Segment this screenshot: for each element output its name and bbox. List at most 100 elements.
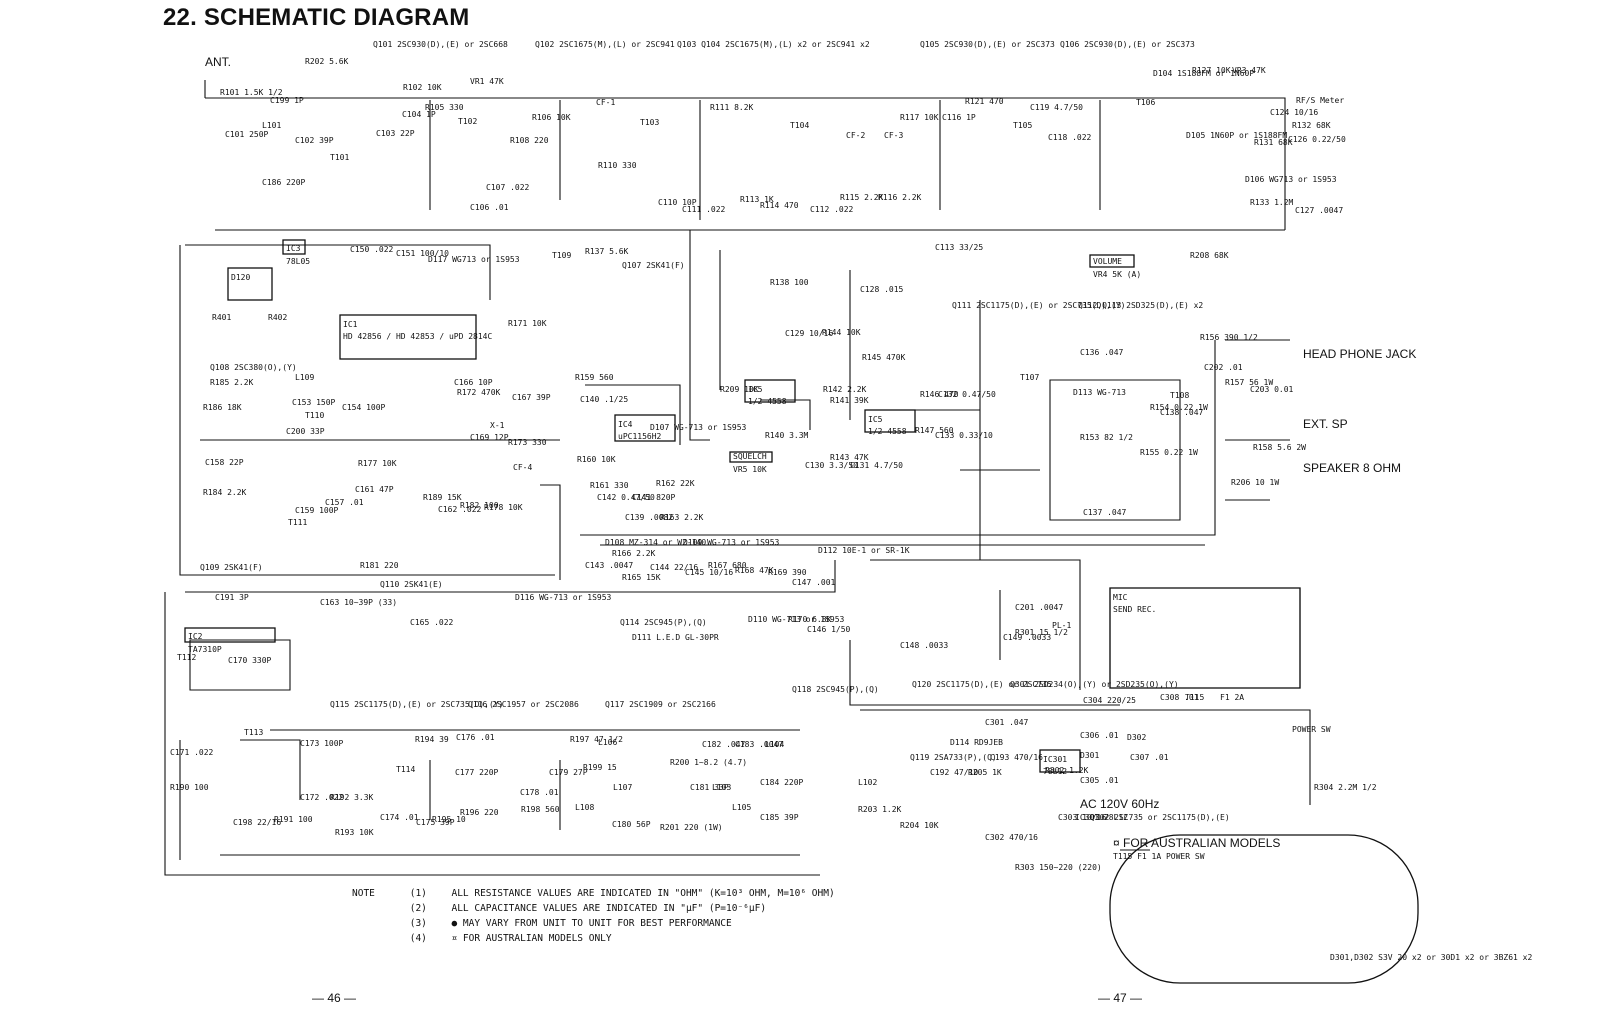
component-label: R172 470K — [457, 388, 501, 397]
component-label: D105 1N60P or 1S188FM — [1186, 131, 1287, 140]
component-label: T109 — [552, 251, 571, 260]
note-row: (4) ¤ FOR AUSTRALIAN MODELS ONLY — [352, 931, 835, 946]
component-label: C102 39P — [295, 136, 334, 145]
component-label: D112 10E-1 or SR-1K — [818, 546, 910, 555]
note-row: NOTE (1) ALL RESISTANCE VALUES ARE INDIC… — [352, 886, 835, 901]
component-label: R201 220 (1W) — [660, 823, 723, 832]
component-label: C131 4.7/50 — [850, 461, 903, 470]
block-sublabel-volume: VR4 5K (A) — [1093, 270, 1141, 279]
wire-segment — [689, 230, 710, 441]
component-label: D111 L.E.D GL-30PR — [632, 633, 719, 642]
component-label: C173 100P — [300, 739, 344, 748]
component-label: R302 1.2K — [1045, 766, 1089, 775]
component-label: R168 47K — [735, 566, 774, 575]
component-label: R195 10 — [432, 815, 466, 824]
component-label: R117 10K — [900, 113, 939, 122]
component-label: Q107 2SK41(F) — [622, 261, 685, 270]
component-label: Q116 2SC1957 or 2SC2086 — [468, 700, 579, 709]
component-label: C180 56P — [612, 820, 651, 829]
block-sublabel-ic4: uPC1156H2 — [618, 432, 662, 441]
component-label: Q105 2SC930(D),(E) or 2SC373 — [920, 40, 1055, 49]
wiring — [164, 80, 1311, 876]
component-label: CF-2 — [846, 131, 865, 140]
component-label: C140 .1/25 — [580, 395, 628, 404]
component-label: T108 — [1170, 391, 1189, 400]
component-label: D110 WG-713 or 1S953 — [748, 615, 845, 624]
component-label: R181 220 — [360, 561, 399, 570]
block-ic4 — [614, 414, 676, 442]
component-label: R142 2.2K — [823, 385, 867, 394]
component-label: C200 33P — [286, 427, 325, 436]
component-label: Q115 2SC1175(D),(E) or 2SC735(O),(Y) — [330, 700, 503, 709]
component-label: T106 — [1136, 98, 1155, 107]
component-label: C148 .0033 — [900, 641, 948, 650]
component-label: R101 1.5K 1/2 — [220, 88, 283, 97]
component-label: C303 10/16 — [1058, 813, 1106, 822]
component-label: C159 100P — [295, 506, 339, 515]
component-label: R154 0.22 1W — [1150, 403, 1208, 412]
component-label: R162 22K — [656, 479, 695, 488]
component-label: C169 12P — [470, 433, 509, 442]
component-label: C175 39P — [416, 818, 455, 827]
component-label: R200 1~8.2 (4.7) — [670, 758, 747, 767]
component-label: L106 — [598, 738, 617, 747]
component-label: C163 10~39P (33) — [320, 598, 397, 607]
component-label: R156 390 1/2 — [1200, 333, 1258, 342]
component-label: R153 82 1/2 — [1080, 433, 1133, 442]
block-label-ic5a: IC5 — [748, 385, 763, 394]
component-label: R121 470 — [965, 97, 1004, 106]
page-title: 22. SCHEMATIC DIAGRAM — [163, 4, 470, 31]
component-label: C128 .015 — [860, 285, 904, 294]
component-label: Q120 2SC1175(D),(E) or 2SC735 — [912, 680, 1052, 689]
component-label: R301 15 1/2 — [1015, 628, 1068, 637]
component-label: C166 10P — [454, 378, 493, 387]
component-label: C106 .01 — [470, 203, 509, 212]
block-sublabel-mic: SEND REC. — [1113, 605, 1156, 614]
component-label: R147 560 — [915, 426, 954, 435]
component-label: R166 2.2K — [612, 549, 656, 558]
component-label: Q110 2SK41(E) — [380, 580, 443, 589]
component-label: R145 470K — [862, 353, 906, 362]
component-label: C112 .022 — [810, 205, 854, 214]
component-label: C101 250P — [225, 130, 269, 139]
wire-segment — [240, 739, 301, 800]
component-label: R163 2.2K — [660, 513, 704, 522]
note-text: ALL CAPACITANCE VALUES ARE INDICATED IN … — [451, 903, 767, 914]
notes-section: NOTE (1) ALL RESISTANCE VALUES ARE INDIC… — [352, 886, 835, 946]
block-squelch — [729, 451, 773, 463]
notes-heading: NOTE — [352, 888, 375, 899]
component-label: Q108 2SC380(O),(Y) — [210, 363, 297, 372]
component-label: C305 .01 — [1080, 776, 1119, 785]
component-label: R202 5.6K — [305, 57, 349, 66]
component-label: X-1 — [490, 421, 505, 430]
component-label: T111 — [288, 518, 307, 527]
component-label: CF-1 — [596, 98, 615, 107]
component-label: C201 .0047 — [1015, 603, 1063, 612]
wire-segment — [189, 639, 291, 691]
block-label-d120: D120 — [231, 273, 250, 282]
component-label: C116 1P — [942, 113, 976, 122]
block-label-ic5b: IC5 — [868, 415, 883, 424]
component-label: CF-3 — [884, 131, 903, 140]
component-label: T110 — [305, 411, 324, 420]
component-label: C165 .022 — [410, 618, 454, 627]
component-label: R177 10K — [358, 459, 397, 468]
component-label: R140 3.3M — [765, 431, 809, 440]
component-label: R208 68K — [1190, 251, 1229, 260]
component-label: D107 WG-713 or 1S953 — [650, 423, 747, 432]
component-label: T114 — [396, 765, 415, 774]
component-label: Q117 2SC1909 or 2SC2166 — [605, 700, 716, 709]
component-label: EXT. SP — [1303, 417, 1348, 431]
component-label: L103 — [712, 783, 731, 792]
component-label: Q119 2SA733(P),(Q) — [910, 753, 997, 762]
component-label: C192 47/10 — [930, 768, 978, 777]
component-label: L108 — [575, 803, 594, 812]
component-label: C157 .01 — [325, 498, 364, 507]
component-label: L107 — [613, 783, 632, 792]
component-label: R160 10K — [577, 455, 616, 464]
component-label: R113 1K — [740, 195, 774, 204]
note-text: ¤ FOR AUSTRALIAN MODELS ONLY — [451, 933, 612, 944]
component-label: R155 0.22 1W — [1140, 448, 1198, 457]
component-label: C191 3P — [215, 593, 249, 602]
